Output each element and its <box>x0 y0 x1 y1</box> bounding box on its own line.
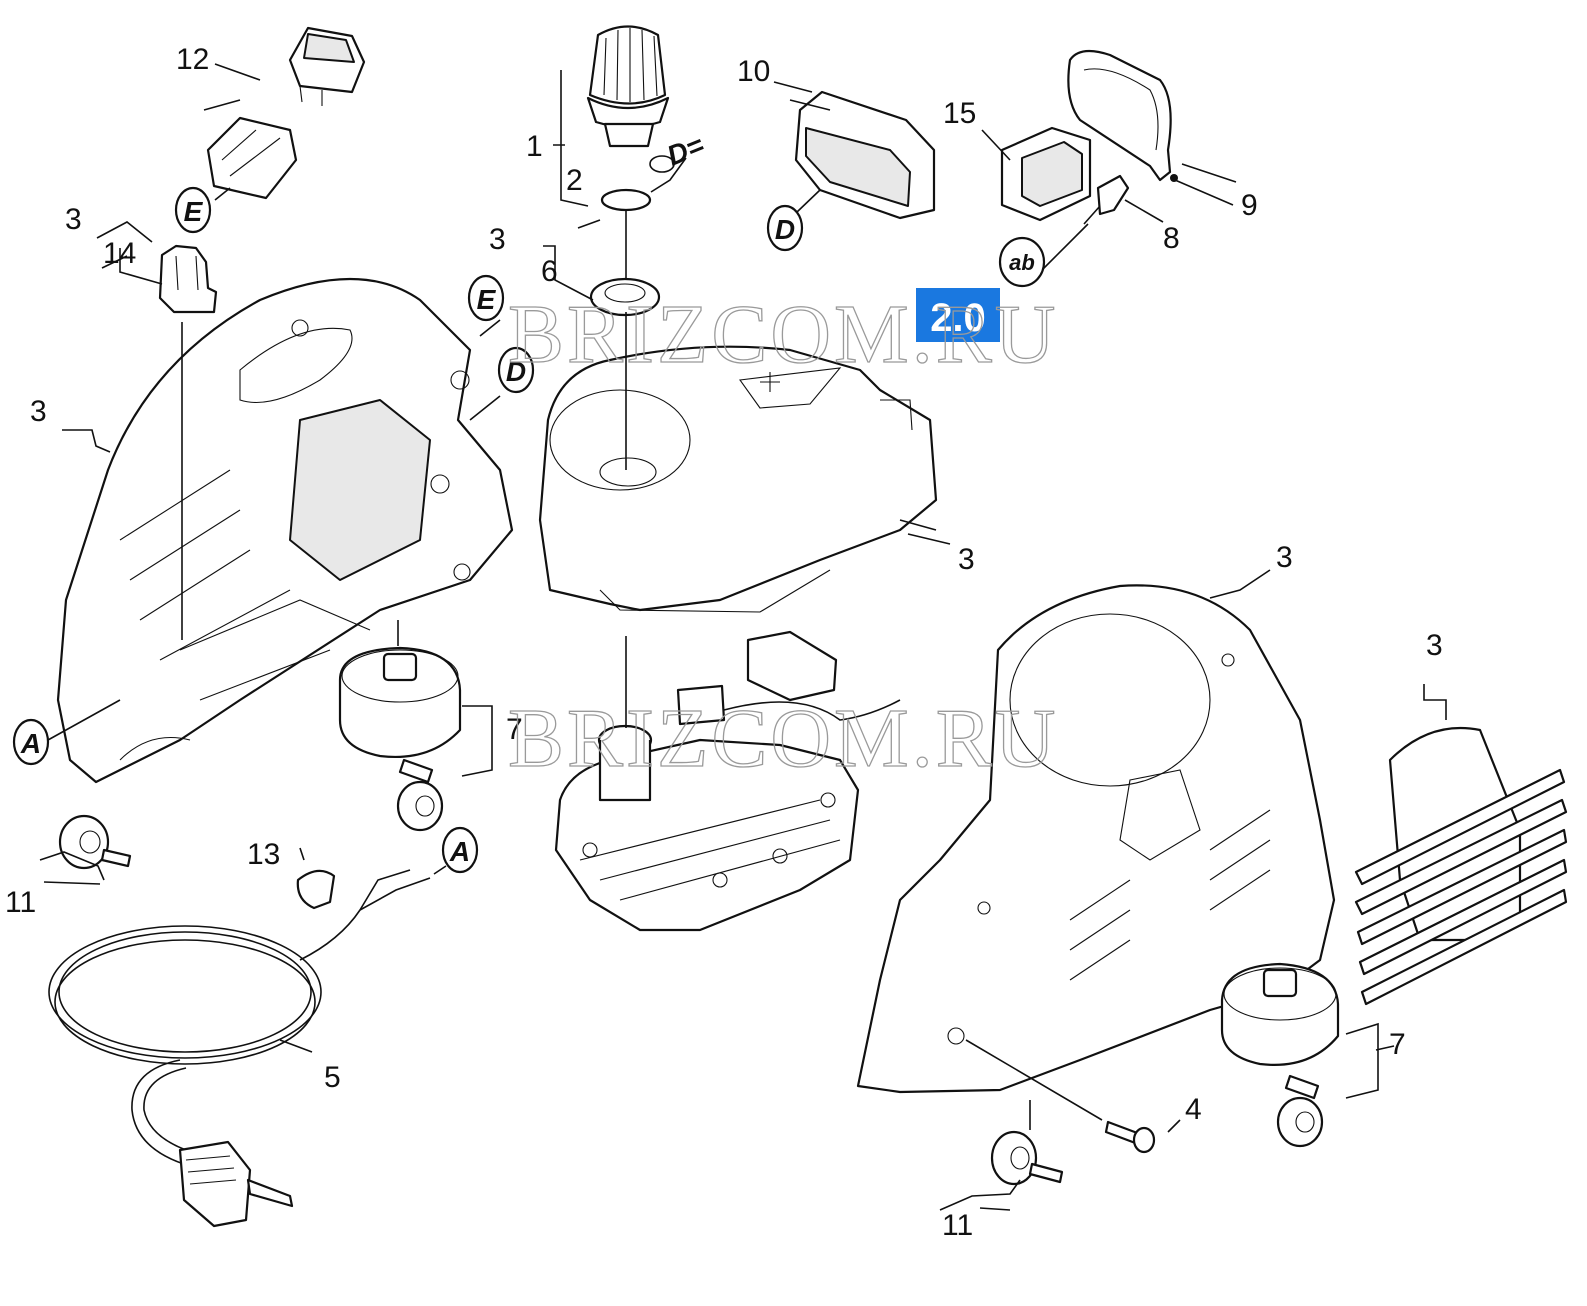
callout-3-left: 3 <box>30 395 47 428</box>
grille-part <box>1354 726 1568 1006</box>
cable-clip-part <box>296 869 336 910</box>
callout-numbers: 1 2 3 6 10 15 9 8 12 3 14 3 3 3 3 7 11 1… <box>5 43 1443 1242</box>
callout-12: 12 <box>176 43 209 76</box>
callout-11-right: 11 <box>942 1209 973 1242</box>
callout-11-left: 11 <box>5 886 36 919</box>
connector-ab: ab <box>998 236 1046 288</box>
callout-2: 2 <box>566 164 583 197</box>
top-cover-part <box>538 345 938 613</box>
power-cable-part <box>48 869 431 1167</box>
callout-5: 5 <box>324 1061 341 1094</box>
switch-frame-part <box>206 116 298 200</box>
callout-6: 6 <box>541 255 558 288</box>
svg-text:D: D <box>775 214 795 245</box>
connector-a-housing: A <box>12 718 50 766</box>
axle-pin-right-part <box>1284 1074 1320 1100</box>
switch-part <box>288 26 366 106</box>
section-badge: 2.0 <box>916 288 1000 342</box>
watermark-middle: BRIZCOM.RU <box>508 692 1058 785</box>
filter-block-part <box>1000 126 1092 222</box>
filter-cover-part <box>794 90 936 220</box>
right-housing-part <box>856 584 1336 1094</box>
callout-4: 4 <box>1185 1093 1202 1126</box>
callout-3-cover: 3 <box>958 543 975 576</box>
callout-15: 15 <box>943 97 976 130</box>
small-wheel-left-part <box>396 780 444 832</box>
svg-text:E: E <box>477 284 497 315</box>
svg-text:A: A <box>20 728 41 759</box>
connector-a-cable: A <box>441 826 479 874</box>
clip-part <box>158 244 218 314</box>
callout-3-right: 3 <box>1276 541 1293 574</box>
o-ring-part <box>600 188 652 212</box>
connector-e-top: E <box>174 186 212 234</box>
callout-3-clip: 3 <box>65 203 82 236</box>
callout-8: 8 <box>1163 222 1180 255</box>
knob-part <box>586 25 670 148</box>
connector-e-housing: E <box>467 274 505 322</box>
dimension-diameter-label: D= <box>649 129 709 173</box>
watermark-top: BRIZCOM.RU <box>508 288 1058 381</box>
svg-text:D=: D= <box>663 129 709 171</box>
screw-part <box>1104 1120 1156 1154</box>
callout-3-knob: 3 <box>489 223 506 256</box>
svg-text:E: E <box>184 196 204 227</box>
callout-10: 10 <box>737 55 770 88</box>
callout-3-grille: 3 <box>1426 629 1443 662</box>
callout-7-right: 7 <box>1389 1028 1406 1061</box>
svg-text:D: D <box>506 356 526 387</box>
small-wheel-right-part <box>1276 1096 1324 1148</box>
wheel-hub-left-part <box>338 646 462 758</box>
callout-14: 14 <box>103 237 136 270</box>
small-wheel-bottom-right-part <box>990 1130 1064 1186</box>
plug-part <box>178 1140 294 1228</box>
callout-1: 1 <box>526 130 543 163</box>
connector-d-housing: D <box>497 346 535 394</box>
callout-9: 9 <box>1241 189 1258 222</box>
axle-pin-left-part <box>398 758 434 784</box>
callout-13: 13 <box>247 838 280 871</box>
callout-7-left: 7 <box>506 713 523 746</box>
wheel-hub-right-part <box>1220 962 1340 1066</box>
connector-d-top: D <box>766 204 804 252</box>
leader-lines <box>39 63 1447 1211</box>
handle-part <box>1067 49 1178 182</box>
small-wheel-bottom-left-part <box>58 814 132 870</box>
svg-text:2.0: 2.0 <box>930 296 986 340</box>
pin-part <box>1083 174 1130 225</box>
svg-text:A: A <box>449 836 470 867</box>
pump-unit-part <box>554 630 901 932</box>
left-housing-part <box>56 277 514 784</box>
nut-part <box>589 277 661 317</box>
svg-text:ab: ab <box>1009 250 1035 275</box>
